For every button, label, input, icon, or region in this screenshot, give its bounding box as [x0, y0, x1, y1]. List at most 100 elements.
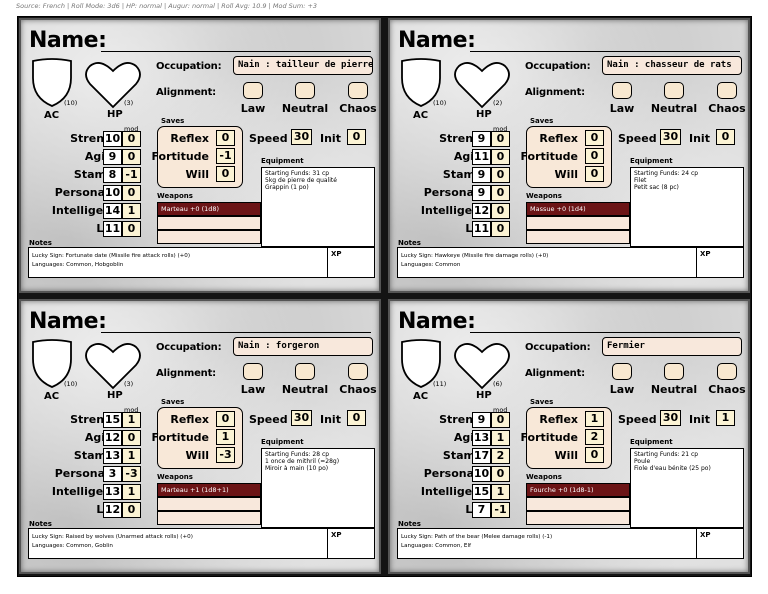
- strength-score: 9: [472, 131, 491, 147]
- alignment-neutral-checkbox[interactable]: [664, 363, 684, 380]
- xp-divider: [327, 247, 328, 278]
- equipment-label: Equipment: [261, 157, 304, 165]
- agility-score: 9: [103, 149, 122, 165]
- intelligence-score: 15: [472, 484, 491, 500]
- languages: Languages: Common, Elf: [401, 543, 471, 549]
- luck-score: 12: [103, 502, 122, 518]
- luck-mod: -1: [491, 502, 510, 518]
- name-line[interactable]: [101, 332, 371, 333]
- weapon-row: Massue +0 (1d4): [526, 202, 630, 216]
- alignment-label: Alignment:: [156, 368, 216, 379]
- alignment-neutral-label: Neutral: [650, 383, 698, 396]
- weapon-row-empty[interactable]: [157, 230, 261, 244]
- alignment-law-checkbox[interactable]: [243, 363, 263, 380]
- alignment-neutral-checkbox[interactable]: [295, 363, 315, 380]
- equipment-label: Equipment: [261, 438, 304, 446]
- alignment-neutral-label: Neutral: [281, 102, 329, 115]
- stamina-score: 13: [103, 448, 122, 464]
- weapon-row-empty[interactable]: [526, 230, 630, 244]
- weapon-row-empty[interactable]: [526, 216, 630, 230]
- weapons-label: Weapons: [157, 192, 193, 200]
- mod-label: mod: [493, 125, 508, 133]
- strength-mod: 1: [122, 412, 141, 428]
- stamina-mod: 2: [491, 448, 510, 464]
- equipment-label: Equipment: [630, 157, 673, 165]
- alignment-chaos-checkbox[interactable]: [717, 363, 737, 380]
- alignment-law-checkbox[interactable]: [612, 82, 632, 99]
- notes-box: [28, 528, 375, 559]
- personality-mod: 0: [491, 466, 510, 482]
- name-label: Name:: [398, 309, 476, 334]
- alignment-chaos-checkbox[interactable]: [348, 363, 368, 380]
- intelligence-score: 14: [103, 203, 122, 219]
- agility-mod: 0: [491, 149, 510, 165]
- character-card: Name: Occupation: Nain : chasseur de rat…: [388, 18, 750, 293]
- personality-mod: 0: [491, 185, 510, 201]
- agility-score: 12: [103, 430, 122, 446]
- alignment-law-label: Law: [240, 102, 266, 115]
- fortitude-value: 2: [585, 429, 604, 445]
- character-card: Name: Occupation: Nain : tailleur de pie…: [19, 18, 381, 293]
- alignment-law-checkbox[interactable]: [612, 363, 632, 380]
- weapon-row-empty[interactable]: [157, 216, 261, 230]
- intelligence-score: 12: [472, 203, 491, 219]
- weapon-row-empty[interactable]: [526, 511, 630, 525]
- speed-value: 30: [291, 129, 312, 145]
- luck-mod: 0: [122, 502, 141, 518]
- alignment-neutral-label: Neutral: [650, 102, 698, 115]
- intelligence-mod: 1: [122, 484, 141, 500]
- stamina-mod: 1: [122, 448, 141, 464]
- luck-score: 7: [472, 502, 491, 518]
- equipment-item: Starting Funds: 28 cp: [265, 451, 330, 458]
- speed-value: 30: [660, 129, 681, 145]
- alignment-chaos-checkbox[interactable]: [348, 82, 368, 99]
- stamina-mod: 0: [491, 167, 510, 183]
- ac-value: (10): [64, 380, 78, 388]
- alignment-law-label: Law: [609, 383, 635, 396]
- name-label: Name:: [398, 28, 476, 53]
- equipment-item: Starting Funds: 21 cp: [634, 451, 699, 458]
- fortitude-label: Fortitude: [151, 431, 209, 444]
- lucky-sign: Lucky Sign: Raised by wolves (Unarmed at…: [32, 534, 193, 540]
- equipment-label: Equipment: [630, 438, 673, 446]
- character-sheet: Name: Occupation: Nain : tailleur de pie…: [17, 16, 752, 577]
- init-label: Init: [320, 413, 341, 426]
- languages: Languages: Common: [401, 262, 461, 268]
- alignment-chaos-checkbox[interactable]: [717, 82, 737, 99]
- personality-score: 10: [103, 185, 122, 201]
- name-line[interactable]: [470, 332, 740, 333]
- mod-label: mod: [124, 406, 139, 414]
- equipment-box: Starting Funds: 31 cp 5kg de pierre de q…: [261, 167, 375, 247]
- init-label: Init: [689, 413, 710, 426]
- alignment-neutral-checkbox[interactable]: [295, 82, 315, 99]
- occupation-label: Occupation:: [156, 61, 222, 72]
- name-line[interactable]: [101, 51, 371, 52]
- weapon-row-empty[interactable]: [157, 497, 261, 511]
- strength-mod: 0: [491, 131, 510, 147]
- alignment-label: Alignment:: [525, 87, 585, 98]
- init-value: 1: [716, 410, 735, 426]
- notes-text: Lucky Sign: Fortunate date (Missile fire…: [32, 252, 190, 270]
- alignment-neutral-checkbox[interactable]: [664, 82, 684, 99]
- name-label: Name:: [29, 28, 107, 53]
- will-value: 0: [585, 447, 604, 463]
- alignment-law-checkbox[interactable]: [243, 82, 263, 99]
- occupation-label: Occupation:: [525, 342, 591, 353]
- reflex-label: Reflex: [539, 413, 578, 426]
- strength-score: 10: [103, 131, 122, 147]
- reflex-label: Reflex: [539, 132, 578, 145]
- reflex-value: 1: [585, 411, 604, 427]
- will-label: Will: [554, 168, 578, 181]
- agility-score: 11: [472, 149, 491, 165]
- personality-score: 3: [103, 466, 122, 482]
- agility-mod: 1: [491, 430, 510, 446]
- name-line[interactable]: [470, 51, 740, 52]
- equipment-item: Filet: [634, 177, 647, 185]
- notes-text: Lucky Sign: Raised by wolves (Unarmed at…: [32, 533, 193, 551]
- alignment-chaos-label: Chaos: [339, 383, 377, 396]
- weapon-row-empty[interactable]: [526, 497, 630, 511]
- speed-value: 30: [291, 410, 312, 426]
- equipment-box: Starting Funds: 21 cp Poule Fiole d'eau …: [630, 448, 744, 528]
- personality-mod: -3: [122, 466, 141, 482]
- weapon-row-empty[interactable]: [157, 511, 261, 525]
